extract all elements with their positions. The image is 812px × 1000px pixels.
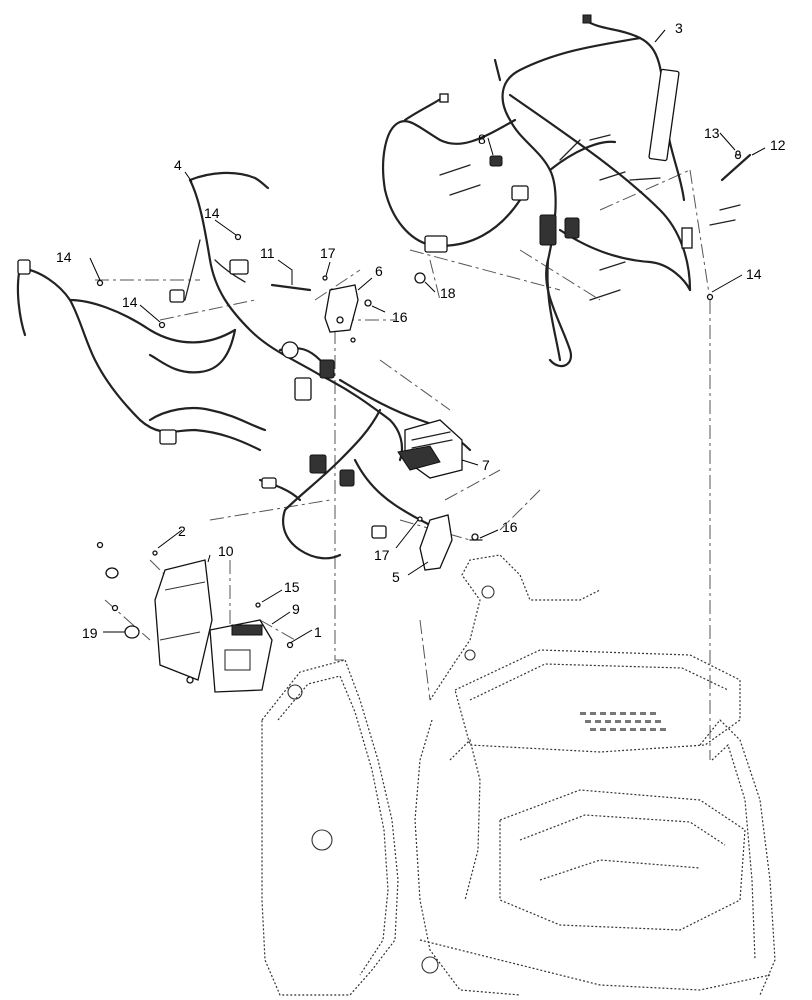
- callout-14-top: 14: [204, 205, 220, 221]
- callout-9: 9: [292, 601, 300, 617]
- callout-8: 8: [478, 131, 486, 147]
- callout-labels: 3 4 8 13 12 14 14 14 14 11 17 6 16 18 7 …: [56, 20, 786, 641]
- callout-3: 3: [675, 20, 683, 36]
- callout-1: 1: [314, 624, 322, 640]
- callout-6: 6: [375, 263, 383, 279]
- controller-bracket-10: [154, 559, 213, 684]
- callout-19: 19: [82, 625, 98, 641]
- phantom-assembly-lines: [95, 169, 711, 760]
- callout-15: 15: [284, 579, 300, 595]
- controller-9: [209, 619, 273, 693]
- callout-14-right: 14: [746, 266, 762, 282]
- callout-14-left: 14: [56, 249, 72, 265]
- fuse-relay-panel-7: [397, 419, 463, 479]
- callout-11: 11: [260, 245, 275, 261]
- machine-frame: [261, 554, 776, 996]
- main-harness-4: [16, 171, 472, 560]
- bracket-5: [419, 514, 483, 571]
- callout-17-bottom: 17: [374, 547, 390, 563]
- callout-16-top: 16: [392, 309, 408, 325]
- cab-fasteners: [414, 134, 752, 301]
- callout-10: 10: [218, 543, 234, 559]
- callout-4: 4: [174, 157, 182, 173]
- cab-harness-3: [382, 14, 693, 368]
- bracket-6: [324, 284, 359, 343]
- callout-7: 7: [482, 457, 490, 473]
- callout-18: 18: [440, 285, 456, 301]
- callout-17-top: 17: [320, 245, 336, 261]
- callout-leaders: [89, 29, 766, 644]
- fasteners: [96, 150, 741, 649]
- callout-14-mid: 14: [122, 294, 138, 310]
- callout-16-bottom: 16: [502, 519, 518, 535]
- callout-5: 5: [392, 569, 400, 585]
- callout-2: 2: [178, 523, 186, 539]
- callout-13: 13: [704, 125, 720, 141]
- callout-12: 12: [770, 137, 786, 153]
- roof-vent-grille: [580, 712, 666, 731]
